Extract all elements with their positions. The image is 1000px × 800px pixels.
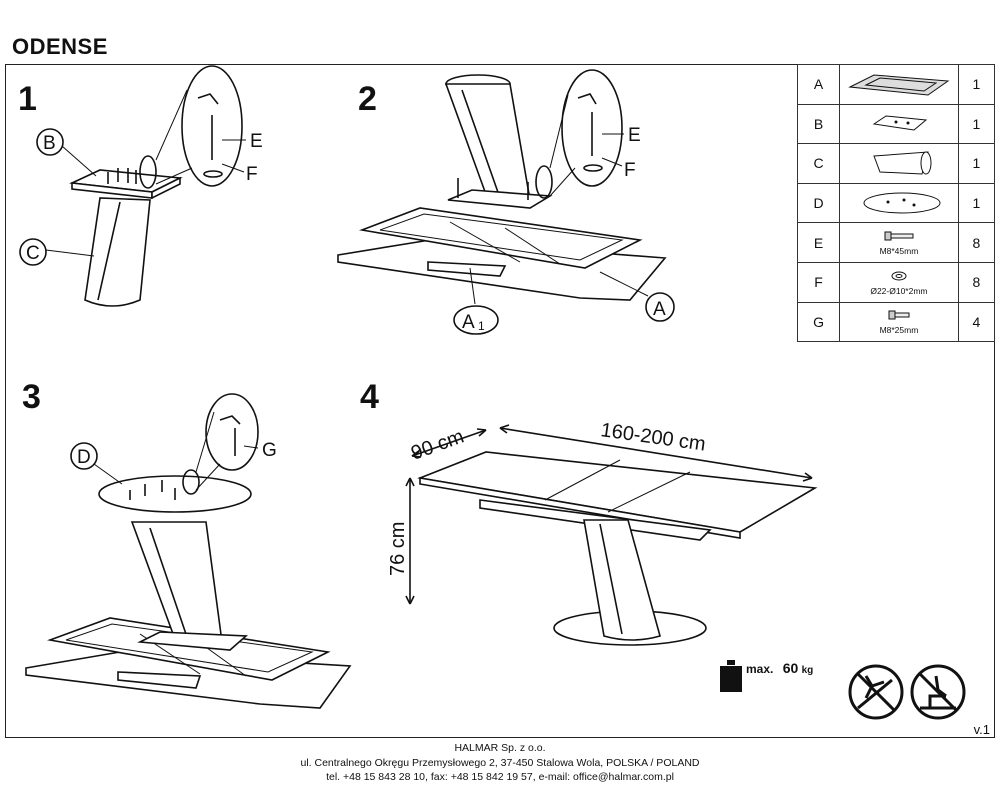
instruction-frame	[5, 64, 995, 738]
part-picture	[839, 182, 959, 224]
part-letter: F	[796, 261, 841, 303]
dim-height: 76 cm	[387, 522, 409, 576]
step-1-number: 1	[18, 80, 37, 118]
part-qty: 1	[957, 103, 996, 145]
part-letter: D	[796, 182, 841, 224]
dim-width: 90 cm	[408, 425, 467, 464]
part-letter: E	[796, 222, 841, 263]
step-1-illustration: 1 B C E F	[18, 65, 263, 307]
part-qty: 1	[957, 143, 996, 184]
long-bolt-icon	[884, 231, 914, 241]
step-4-number: 4	[360, 378, 379, 416]
footer-address: ul. Centralnego Okręgu Przemysłowego 2, …	[300, 756, 700, 769]
part-qty: 8	[957, 222, 996, 263]
step-2-illustration: 2 A A 1 E F	[337, 69, 675, 335]
part-qty: 1	[957, 64, 996, 105]
short-bolt-icon	[888, 310, 910, 320]
max-load: max. 60 kg	[716, 660, 813, 676]
detail-zoom-step-3	[205, 393, 259, 471]
parts-table: A 1 B 1 C 1 D 1 E	[796, 64, 996, 343]
part-picture: M8*25mm	[839, 301, 959, 343]
part-letter: A	[796, 64, 841, 105]
label-d: D	[77, 447, 91, 468]
no-standing-on-table-icon	[848, 664, 904, 720]
table-row: A 1	[796, 64, 996, 105]
table-top-part-icon	[848, 74, 950, 96]
part-spec: M8*45mm	[879, 246, 919, 257]
part-spec: Ø22-Ø10*2mm	[870, 285, 928, 296]
part-picture	[839, 143, 959, 184]
label-g: G	[262, 440, 277, 461]
part-letter: G	[796, 301, 841, 343]
max-load-unit: kg	[801, 665, 814, 676]
part-picture	[839, 103, 959, 145]
part-picture: M8*45mm	[839, 222, 959, 263]
label-e-step-2: E	[628, 125, 641, 146]
footer-company: HALMAR Sp. z o.o.	[454, 742, 546, 754]
label-f-step-2: F	[624, 160, 636, 181]
washer-icon	[891, 271, 907, 281]
document-title: ODENSE	[12, 34, 108, 59]
label-a1-main: A	[462, 312, 475, 333]
label-e-step-1: E	[250, 131, 263, 152]
extension-a1	[427, 261, 507, 277]
footer: HALMAR Sp. z o.o. ul. Centralnego Okręgu…	[0, 741, 1000, 785]
step-3-illustration: 3 D G	[22, 378, 352, 709]
version-label: v.1	[973, 722, 990, 737]
table-row: G M8*25mm 4	[796, 301, 996, 343]
table-row: D 1	[796, 182, 996, 224]
max-load-label: max.	[746, 662, 774, 676]
label-a1-sub: 1	[478, 319, 485, 333]
weight-icon	[720, 660, 742, 692]
table-row: E M8*45mm 8	[796, 222, 996, 263]
label-b: B	[43, 133, 56, 154]
base-plate-part-icon	[863, 192, 941, 214]
table-row: C 1	[796, 143, 996, 184]
part-qty: 8	[957, 261, 996, 303]
footer-contact: tel. +48 15 843 28 10, fax: +48 15 842 1…	[326, 771, 674, 783]
no-sitting-on-table-icon	[910, 664, 966, 720]
table-row: F Ø22-Ø10*2mm 8	[796, 261, 996, 303]
table-row: B 1	[796, 103, 996, 145]
screws-icon	[107, 168, 137, 184]
part-picture: Ø22-Ø10*2mm	[839, 261, 959, 303]
dim-length: 160-200 cm	[599, 419, 707, 455]
step-3-number: 3	[22, 378, 41, 416]
label-c: C	[26, 243, 40, 264]
step-4-illustration: 4 90 cm 160-200 cm 76 cm	[360, 378, 818, 646]
assembled-leg-column	[583, 519, 661, 641]
part-letter: B	[796, 103, 841, 145]
leg-column-c	[84, 197, 151, 307]
part-picture	[839, 64, 959, 105]
part-spec: M8*25mm	[879, 325, 919, 336]
label-a-step-2: A	[653, 299, 666, 320]
step-2-number: 2	[358, 80, 377, 118]
leg-column-part-icon	[873, 151, 932, 175]
part-qty: 4	[957, 301, 996, 343]
part-letter: C	[796, 143, 841, 184]
max-load-value: 60	[782, 660, 799, 676]
part-qty: 1	[957, 182, 996, 224]
mounting-plate-part-icon	[872, 115, 928, 131]
label-f-step-1: F	[246, 164, 258, 185]
